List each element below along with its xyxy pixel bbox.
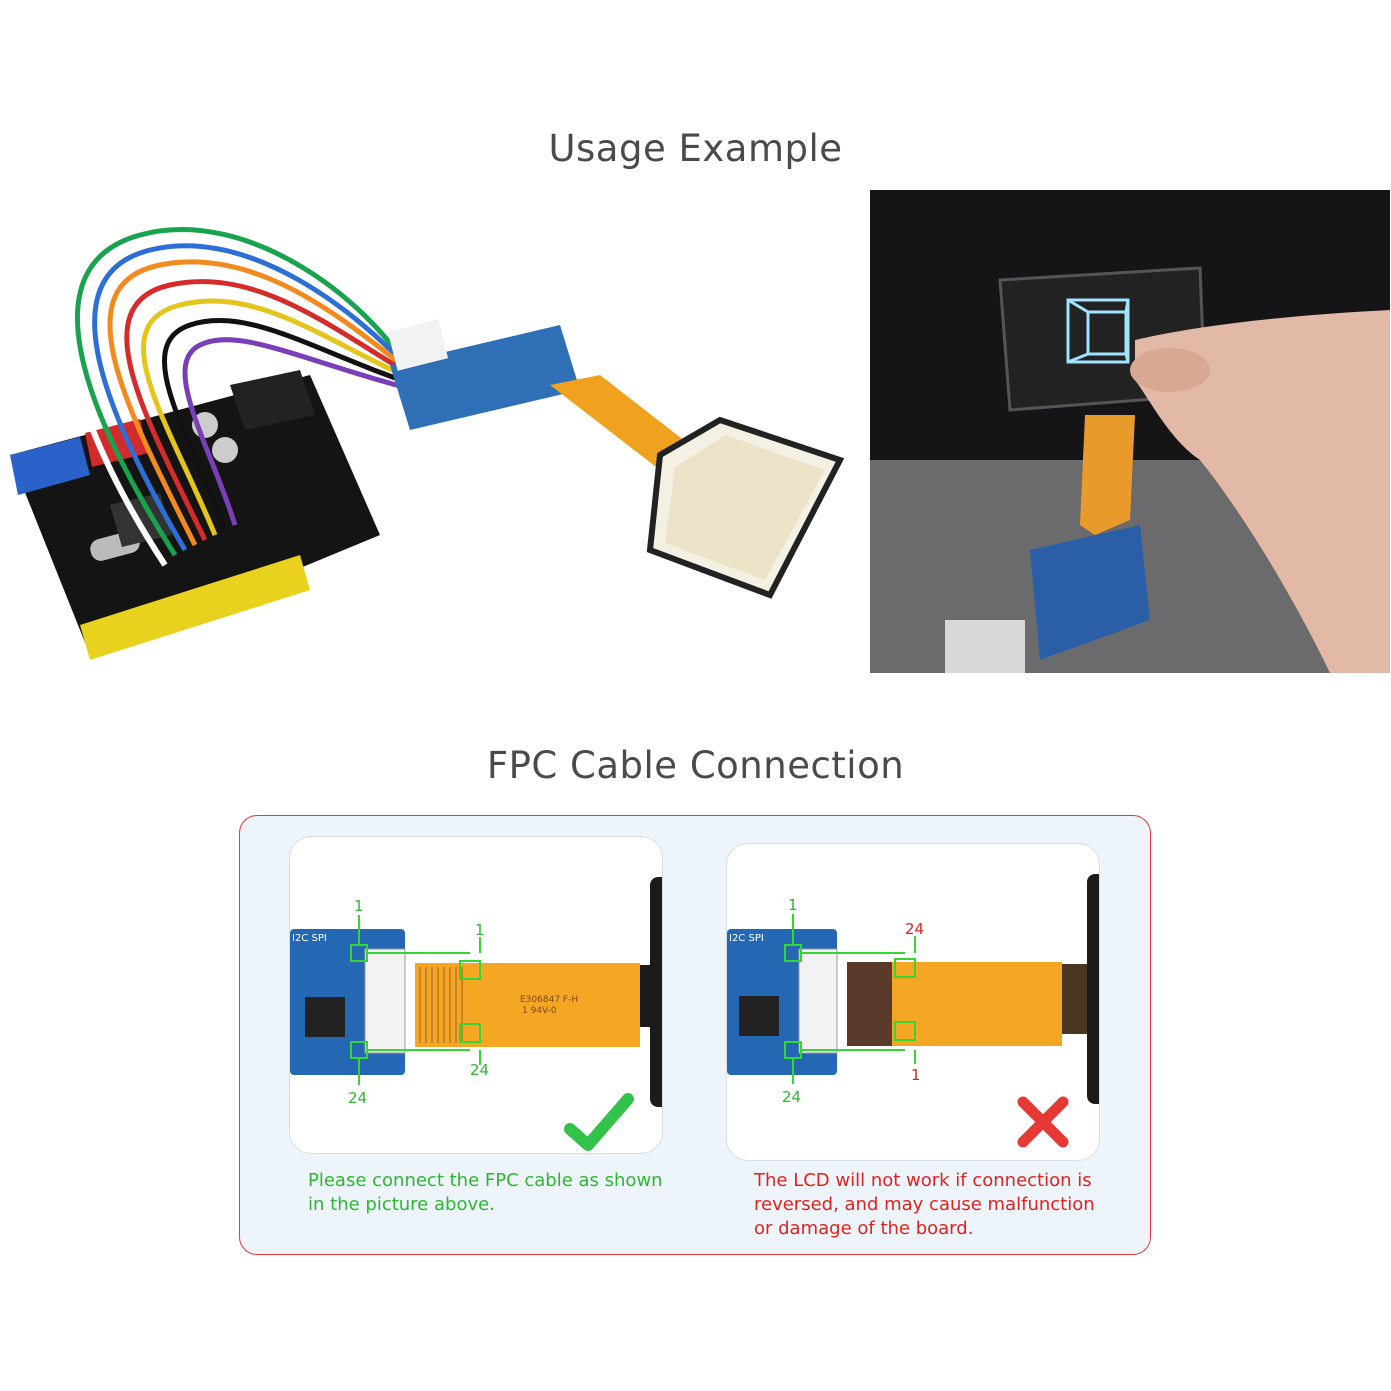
- correct-connection-card: E306847 F-H 1 94V-0 I2C SPI 1 24: [289, 836, 663, 1154]
- board-label: I2C SPI: [292, 933, 327, 944]
- pin-label-cable-top: 1: [475, 921, 485, 939]
- wrong-connection-card: I2C SPI 1 24 24 1: [726, 843, 1100, 1161]
- pin-label-board-bottom: 24: [348, 1089, 367, 1107]
- usage-photo-arduino-oled: [0, 205, 850, 675]
- fpc-connection-title: FPC Cable Connection: [486, 744, 905, 787]
- caption-line: The LCD will not work if connection is: [754, 1170, 1092, 1191]
- wrong-connection-diagram: I2C SPI 1 24 24 1: [727, 874, 1099, 1148]
- usage-example-title: Usage Example: [548, 127, 843, 170]
- cross-icon: [1017, 1096, 1069, 1148]
- check-icon: [564, 1093, 634, 1151]
- pin-label-cable-bottom: 1: [911, 1066, 921, 1084]
- cable-print-2: 1 94V-0: [522, 1006, 557, 1016]
- pin-label-board-top: 1: [354, 897, 364, 915]
- arduino-oled-illustration: [10, 219, 845, 660]
- wrong-connection-caption: The LCD will not work if connection is r…: [754, 1169, 1114, 1241]
- correct-connection-caption: Please connect the FPC cable as shown in…: [308, 1169, 688, 1217]
- caption-line: reversed, and may cause malfunction: [754, 1194, 1095, 1215]
- caption-line: or damage of the board.: [754, 1218, 974, 1239]
- cable-print-1: E306847 F-H: [520, 995, 578, 1005]
- pin-label-cable-bottom: 24: [470, 1061, 489, 1079]
- board-label: I2C SPI: [729, 933, 764, 944]
- caption-line: in the picture above.: [308, 1194, 495, 1215]
- pin-label-board-top: 1: [788, 896, 798, 914]
- caption-line: Please connect the FPC cable as shown: [308, 1170, 663, 1191]
- usage-photo-transparent-oled-hand: [870, 190, 1390, 673]
- transparent-oled-illustration: [870, 190, 1390, 673]
- fpc-connection-panel: E306847 F-H 1 94V-0 I2C SPI 1 24: [239, 815, 1151, 1255]
- pin-label-board-bottom: 24: [782, 1088, 801, 1106]
- pin-label-cable-top: 24: [905, 920, 924, 938]
- correct-connection-diagram: E306847 F-H 1 94V-0 I2C SPI 1 24: [290, 877, 662, 1151]
